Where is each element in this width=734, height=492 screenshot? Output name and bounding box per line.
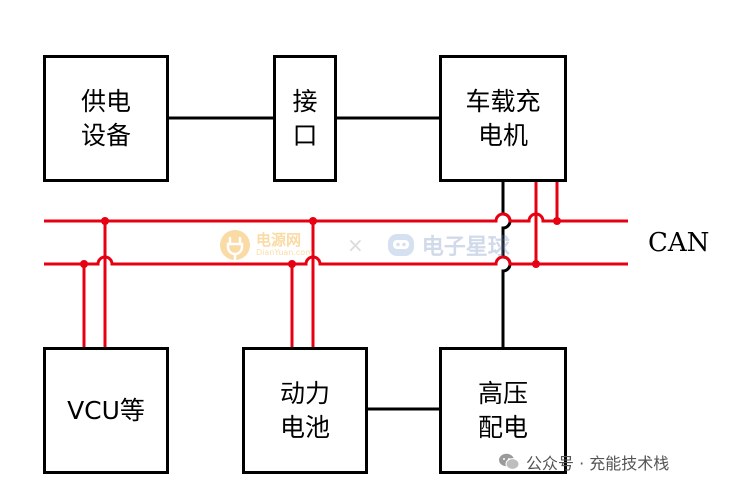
junction-dot — [553, 217, 561, 225]
watermark: 电源网 DianYuan.com × 电子星球 — [218, 228, 510, 262]
watermark-separator: × — [347, 233, 364, 257]
box-vcu: VCU等 — [43, 347, 169, 474]
watermark-left-sub: DianYuan.com — [256, 248, 313, 257]
can-bus-line-upper — [44, 212, 628, 223]
footer-text: 公众号 · 充能技术栈 — [526, 454, 670, 473]
junction-dot — [101, 217, 109, 225]
wechat-icon — [499, 453, 520, 470]
box-battery: 动力 电池 — [242, 347, 368, 474]
junction-dot — [80, 260, 88, 268]
footer-credit: 公众号 · 充能技术栈 — [498, 450, 669, 474]
can-bus-label: CAN — [648, 228, 710, 258]
junction-dot — [288, 260, 296, 268]
watermark-left-text: 电源网 — [256, 231, 302, 249]
junction-dot — [309, 217, 317, 225]
box-hv-distribution: 高压 配电 — [439, 347, 567, 474]
box-power-supply: 供电 设备 — [43, 55, 169, 182]
watermark-right-text: 电子星球 — [421, 235, 510, 260]
plug-logo-icon — [220, 230, 250, 261]
box-interface: 接 口 — [273, 55, 337, 182]
robot-logo-icon — [387, 234, 414, 256]
junction-dot — [532, 260, 540, 268]
box-onboard-charger: 车载充 电机 — [439, 55, 567, 182]
